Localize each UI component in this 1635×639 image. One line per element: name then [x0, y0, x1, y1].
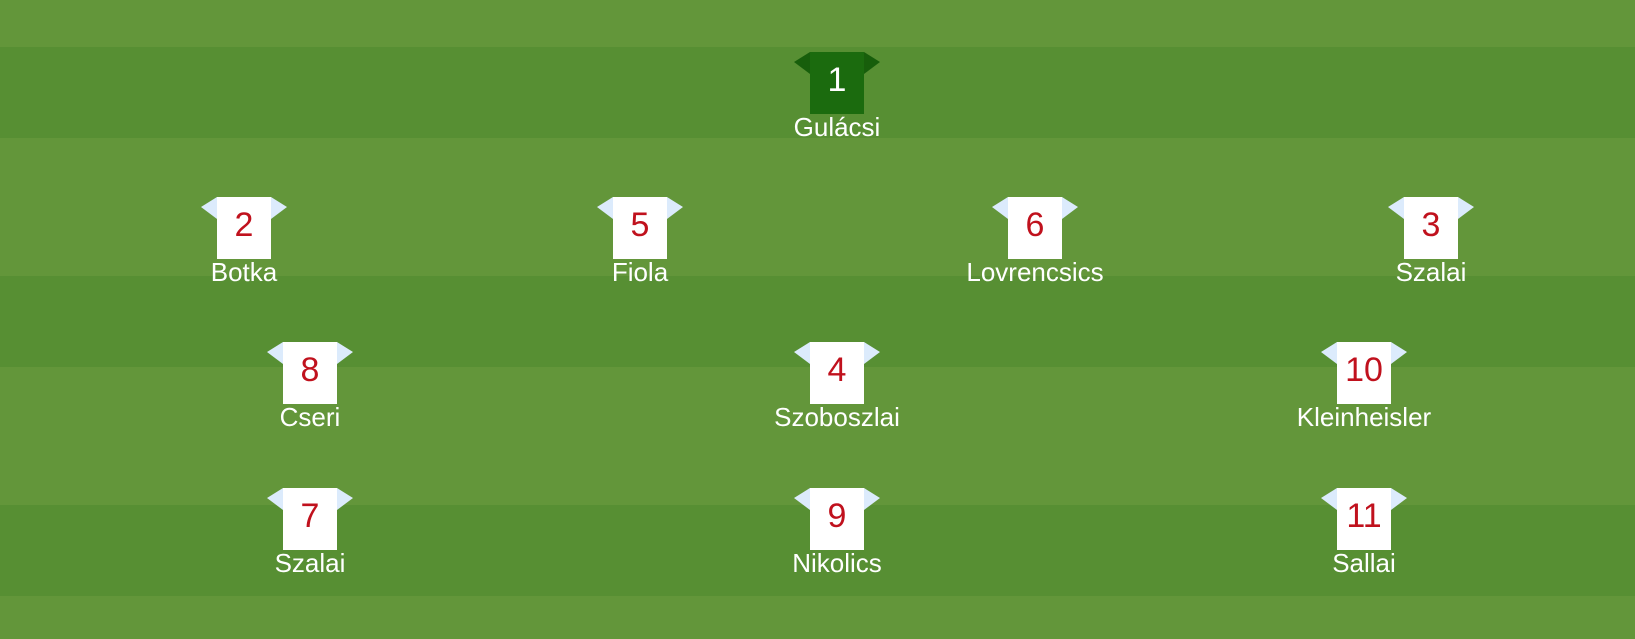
player-nikolics[interactable]: 9 Nikolics [727, 488, 947, 588]
player-name: Cseri [279, 402, 341, 432]
player-cseri[interactable]: 8 Cseri [200, 342, 420, 442]
shirt-number: 9 [827, 497, 847, 535]
shirt-icon: 1 [794, 52, 880, 114]
shirt-icon: 10 [1321, 342, 1407, 404]
shirt-number: 4 [827, 351, 847, 389]
shirt-icon: 4 [794, 342, 880, 404]
player-name: Sallai [1332, 548, 1396, 578]
player-lovrencsics[interactable]: 6 Lovrencsics [925, 197, 1145, 297]
player-szoboszlai[interactable]: 4 Szoboszlai [727, 342, 947, 442]
shirt-number: 3 [1421, 206, 1441, 244]
player-gulacsi[interactable]: 1 Gulácsi [727, 52, 947, 152]
shirt-icon: 9 [794, 488, 880, 550]
player-fiola[interactable]: 5 Fiola [530, 197, 750, 297]
player-name: Szalai [1395, 257, 1467, 287]
shirt-icon: 11 [1321, 488, 1407, 550]
shirt-number: 7 [300, 497, 320, 535]
shirt-icon: 2 [201, 197, 287, 259]
player-name: Lovrencsics [966, 257, 1104, 287]
shirt-number: 11 [1346, 497, 1382, 535]
shirt-number: 1 [827, 61, 847, 99]
shirt-icon: 7 [267, 488, 353, 550]
player-name: Nikolics [792, 548, 882, 578]
shirt-number: 6 [1025, 206, 1045, 244]
player-name: Szalai [274, 548, 346, 578]
shirt-icon: 8 [267, 342, 353, 404]
player-botka[interactable]: 2 Botka [134, 197, 354, 297]
shirt-icon: 5 [597, 197, 683, 259]
player-name: Szoboszlai [774, 402, 900, 432]
shirt-number: 8 [300, 351, 320, 389]
player-name: Kleinheisler [1296, 402, 1432, 432]
shirt-icon: 3 [1388, 197, 1474, 259]
shirt-number: 5 [630, 206, 650, 244]
shirt-number: 10 [1345, 351, 1383, 389]
shirt-icon: 6 [992, 197, 1078, 259]
player-sallai[interactable]: 11 Sallai [1254, 488, 1474, 588]
player-name: Gulácsi [793, 112, 881, 142]
player-name: Botka [210, 257, 278, 287]
player-szalai-forward[interactable]: 7 Szalai [200, 488, 420, 588]
player-szalai-defender[interactable]: 3 Szalai [1321, 197, 1541, 297]
player-name: Fiola [611, 257, 669, 287]
player-kleinheisler[interactable]: 10 Kleinheisler [1254, 342, 1474, 442]
shirt-number: 2 [234, 206, 254, 244]
